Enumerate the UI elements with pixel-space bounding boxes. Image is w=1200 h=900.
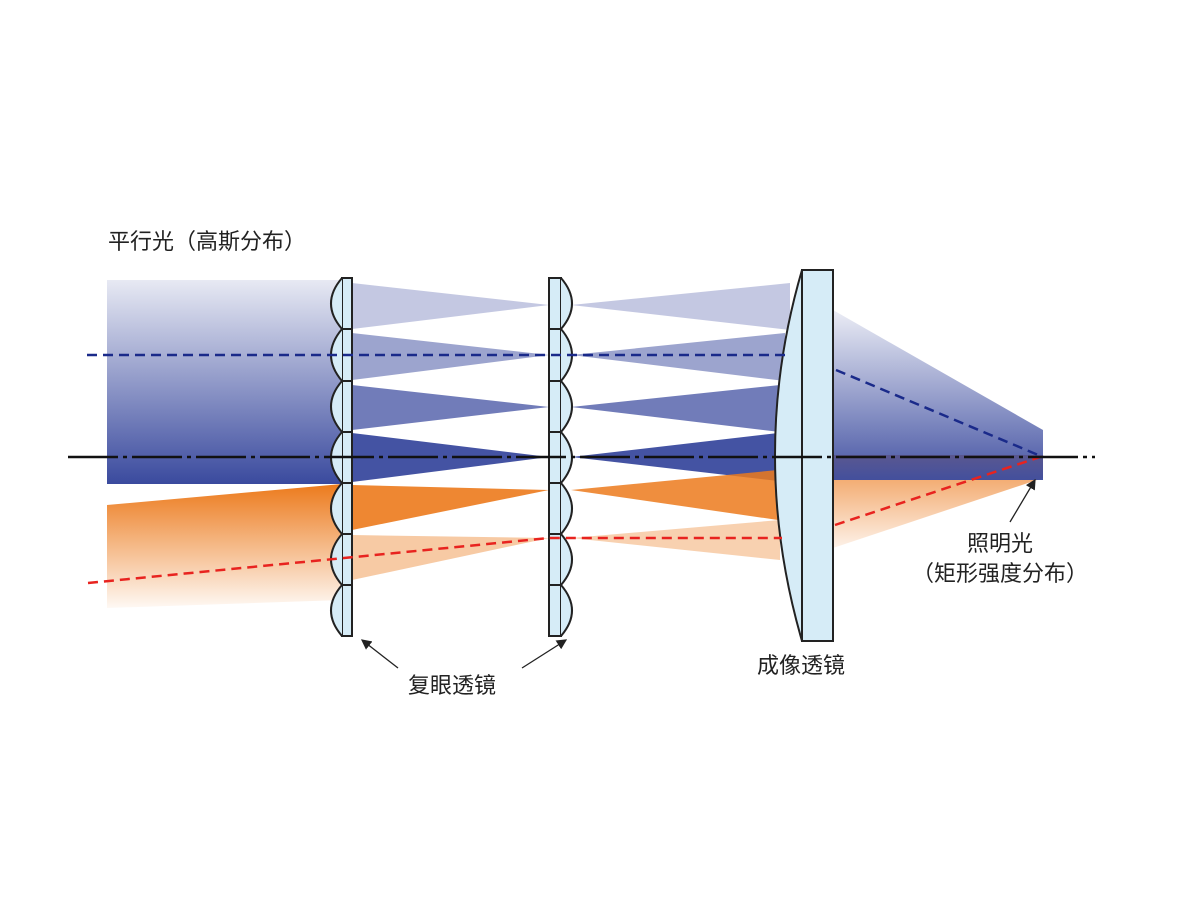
label-imaging-lens: 成像透镜: [757, 654, 846, 679]
pointer-arrow-illumination: [1009, 478, 1036, 523]
oblique-orange-beam: [107, 484, 342, 608]
output-blue-fan: [833, 310, 1043, 480]
blue-ray-output: [835, 368, 1044, 459]
imaging-lens: [774, 269, 834, 642]
parallel-blue-beam: [107, 280, 343, 484]
label-fly-eye-lens: 复眼透镜: [408, 674, 497, 699]
pointer-arrow-fly-eye-2: [521, 639, 568, 669]
label-illumination-distribution: （矩形强度分布）: [912, 562, 1089, 587]
beamlets-stage2: [571, 283, 790, 560]
beamlets-stage1: [352, 283, 549, 580]
label-illumination-light: 照明光: [967, 532, 1034, 557]
red-ray-output: [834, 455, 1041, 527]
pointer-arrow-fly-eye-1: [360, 639, 399, 669]
label-parallel-light: 平行光（高斯分布）: [108, 230, 307, 255]
